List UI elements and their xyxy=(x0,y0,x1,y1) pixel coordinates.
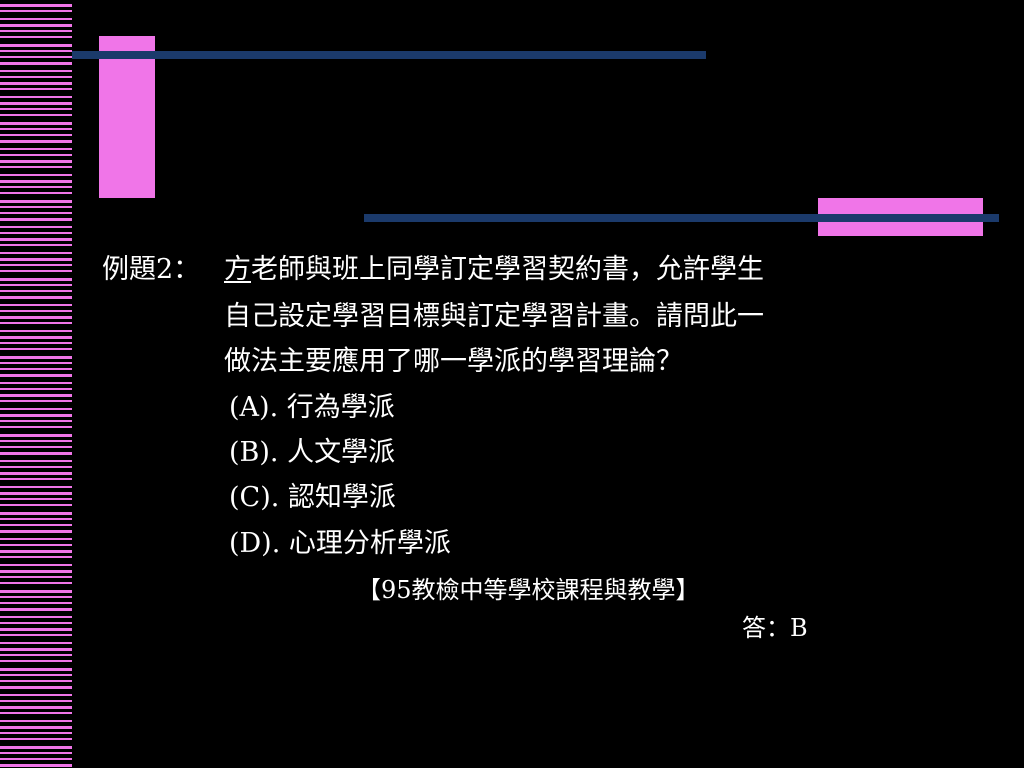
question-line-1: 方老師與班上同學訂定學習契約書，允許學生 xyxy=(224,254,764,286)
pink-stripe-pattern xyxy=(0,4,72,767)
option-c-text: 認知學派 xyxy=(287,482,396,513)
question-label: 例題2： xyxy=(102,254,201,285)
option-b-text: 人文學派 xyxy=(287,437,396,468)
pink-block-left xyxy=(99,36,155,198)
option-c: (C). 認知學派 xyxy=(229,482,396,514)
question-line-2: 自己設定學習目標與訂定學習計畫。請問此一 xyxy=(224,301,764,332)
option-d: (D). 心理分析學派 xyxy=(229,528,451,560)
option-d-text: 心理分析學派 xyxy=(288,528,451,559)
option-b: (B). 人文學派 xyxy=(229,437,395,469)
navy-line-top xyxy=(72,51,706,59)
option-a-key: (A). xyxy=(229,392,279,423)
option-b-key: (B). xyxy=(229,437,279,468)
option-a-text: 行為學派 xyxy=(286,392,395,423)
option-c-key: (C). xyxy=(229,482,280,513)
source-citation: 【95教檢中等學校課程與教學】 xyxy=(357,576,700,604)
question-line-1-rest: 老師與班上同學訂定學習契約書，允許學生 xyxy=(251,254,764,285)
answer-text: 答：B xyxy=(742,614,808,642)
question-underlined-char: 方 xyxy=(224,254,251,285)
option-d-key: (D). xyxy=(229,528,281,559)
question-line-3: 做法主要應用了哪一學派的學習理論？ xyxy=(224,346,683,377)
navy-line-mid xyxy=(364,214,999,222)
option-a: (A). 行為學派 xyxy=(229,392,395,424)
